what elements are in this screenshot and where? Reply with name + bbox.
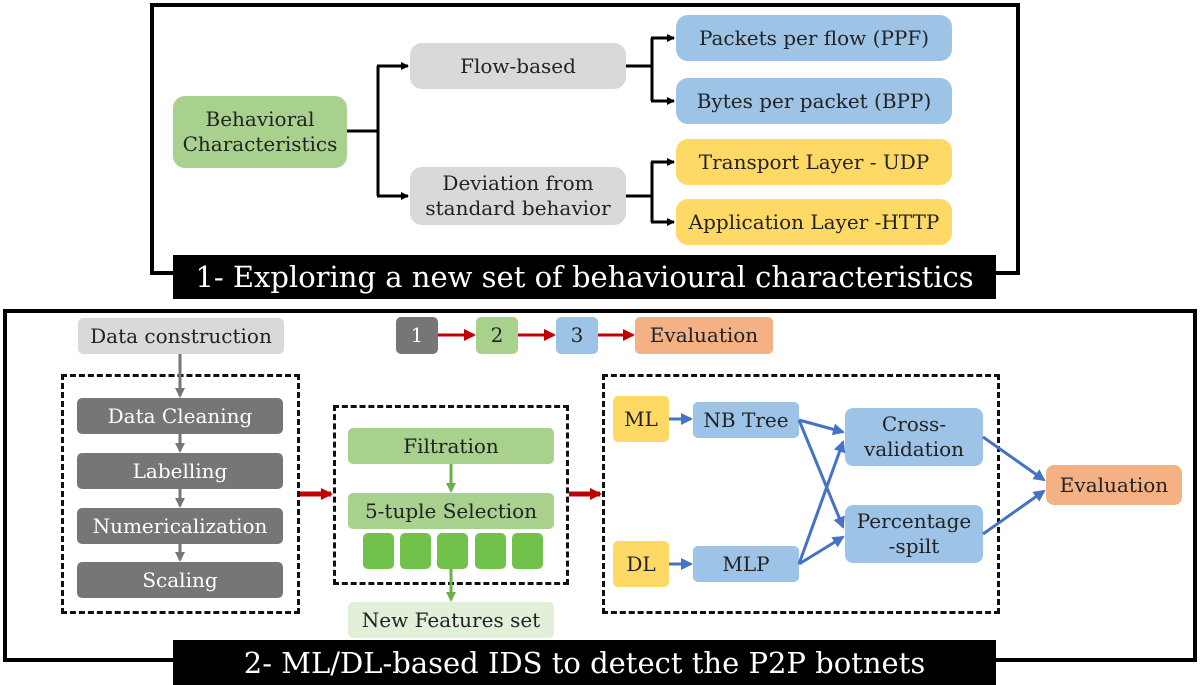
mlp-box: MLP xyxy=(693,546,799,582)
selection-label: 5-tuple Selection xyxy=(364,498,538,523)
bpp-box: Bytes per packet (BPP) xyxy=(676,78,952,124)
tree-connector-flow xyxy=(626,34,675,105)
feature-block xyxy=(512,533,543,569)
model-group xyxy=(602,374,1000,614)
selection-box: 5-tuple Selection xyxy=(348,493,554,529)
step-labelling: Labelling xyxy=(77,453,283,489)
legend-step-3: 3 xyxy=(556,317,598,354)
legend-step-1: 1 xyxy=(396,317,438,354)
nbtree-label: NB Tree xyxy=(703,407,789,432)
flow-based-label: Flow-based xyxy=(460,53,576,78)
legend-label: 2 xyxy=(490,323,504,347)
deviation-line2: standard behavior xyxy=(425,196,611,220)
mlp-label: MLP xyxy=(722,551,770,576)
legend-label: Evaluation xyxy=(649,323,759,347)
behavioral-line2: Characteristics xyxy=(182,132,338,156)
percentage-split-box: Percentage -spilt xyxy=(845,505,983,563)
evaluation-label: Evaluation xyxy=(1059,472,1169,497)
step-label: Labelling xyxy=(132,458,228,483)
cross-line2: validation xyxy=(863,437,965,461)
legend-label: 1 xyxy=(410,323,424,347)
feature-block xyxy=(437,533,468,569)
feature-block xyxy=(363,533,394,569)
behavioral-line1: Behavioral xyxy=(205,107,315,131)
feature-block xyxy=(475,533,506,569)
model-arrows xyxy=(669,413,1046,570)
step-label: Scaling xyxy=(142,567,218,592)
step-label: Data Cleaning xyxy=(107,403,253,428)
udp-label: Transport Layer - UDP xyxy=(698,149,930,174)
legend-label: 3 xyxy=(570,323,584,347)
percentage-line1: Percentage xyxy=(856,509,972,533)
step-scaling: Scaling xyxy=(77,562,283,598)
data-construction-box: Data construction xyxy=(78,318,284,354)
http-label: Application Layer -HTTP xyxy=(688,209,940,234)
section2-banner: 2- ML/DL-based IDS to detect the P2P bot… xyxy=(173,640,996,685)
new-features-box: New Features set xyxy=(348,602,554,638)
dl-box: DL xyxy=(613,541,669,587)
deviation-box: Deviation from standard behavior xyxy=(410,167,626,225)
ml-box: ML xyxy=(613,396,669,442)
http-box: Application Layer -HTTP xyxy=(676,199,952,245)
bpp-label: Bytes per packet (BPP) xyxy=(696,88,932,113)
tree-connector-root xyxy=(347,62,409,200)
filtration-box: Filtration xyxy=(348,428,554,464)
new-features-label: New Features set xyxy=(361,607,541,632)
cross-validation-box: Cross- validation xyxy=(845,408,983,466)
dl-label: DL xyxy=(626,551,656,576)
behavioral-characteristics-box: Behavioral Characteristics xyxy=(173,96,347,168)
feature-block xyxy=(400,533,431,569)
section1-banner-text: 1- Exploring a new set of behavioural ch… xyxy=(195,260,974,294)
nbtree-box: NB Tree xyxy=(693,402,799,438)
flow-based-box: Flow-based xyxy=(410,43,626,89)
evaluation-box: Evaluation xyxy=(1046,465,1182,505)
cross-line1: Cross- xyxy=(881,412,947,436)
ppf-box: Packets per flow (PPF) xyxy=(676,15,952,61)
filtration-label: Filtration xyxy=(403,433,499,458)
step-numericalization: Numericalization xyxy=(77,508,283,544)
udp-box: Transport Layer - UDP xyxy=(676,139,952,185)
tree-connector-deviation xyxy=(626,158,675,226)
ppf-label: Packets per flow (PPF) xyxy=(698,25,930,50)
step-data-cleaning: Data Cleaning xyxy=(77,398,283,434)
deviation-line1: Deviation from xyxy=(442,171,594,195)
section2-banner-text: 2- ML/DL-based IDS to detect the P2P bot… xyxy=(243,645,926,680)
data-construction-label: Data construction xyxy=(90,323,272,348)
section1-banner: 1- Exploring a new set of behavioural ch… xyxy=(173,255,996,299)
legend-evaluation: Evaluation xyxy=(635,317,773,354)
ml-label: ML xyxy=(624,406,658,431)
legend-step-2: 2 xyxy=(476,317,518,354)
step-label: Numericalization xyxy=(92,513,268,538)
percentage-line2: -spilt xyxy=(888,534,940,558)
